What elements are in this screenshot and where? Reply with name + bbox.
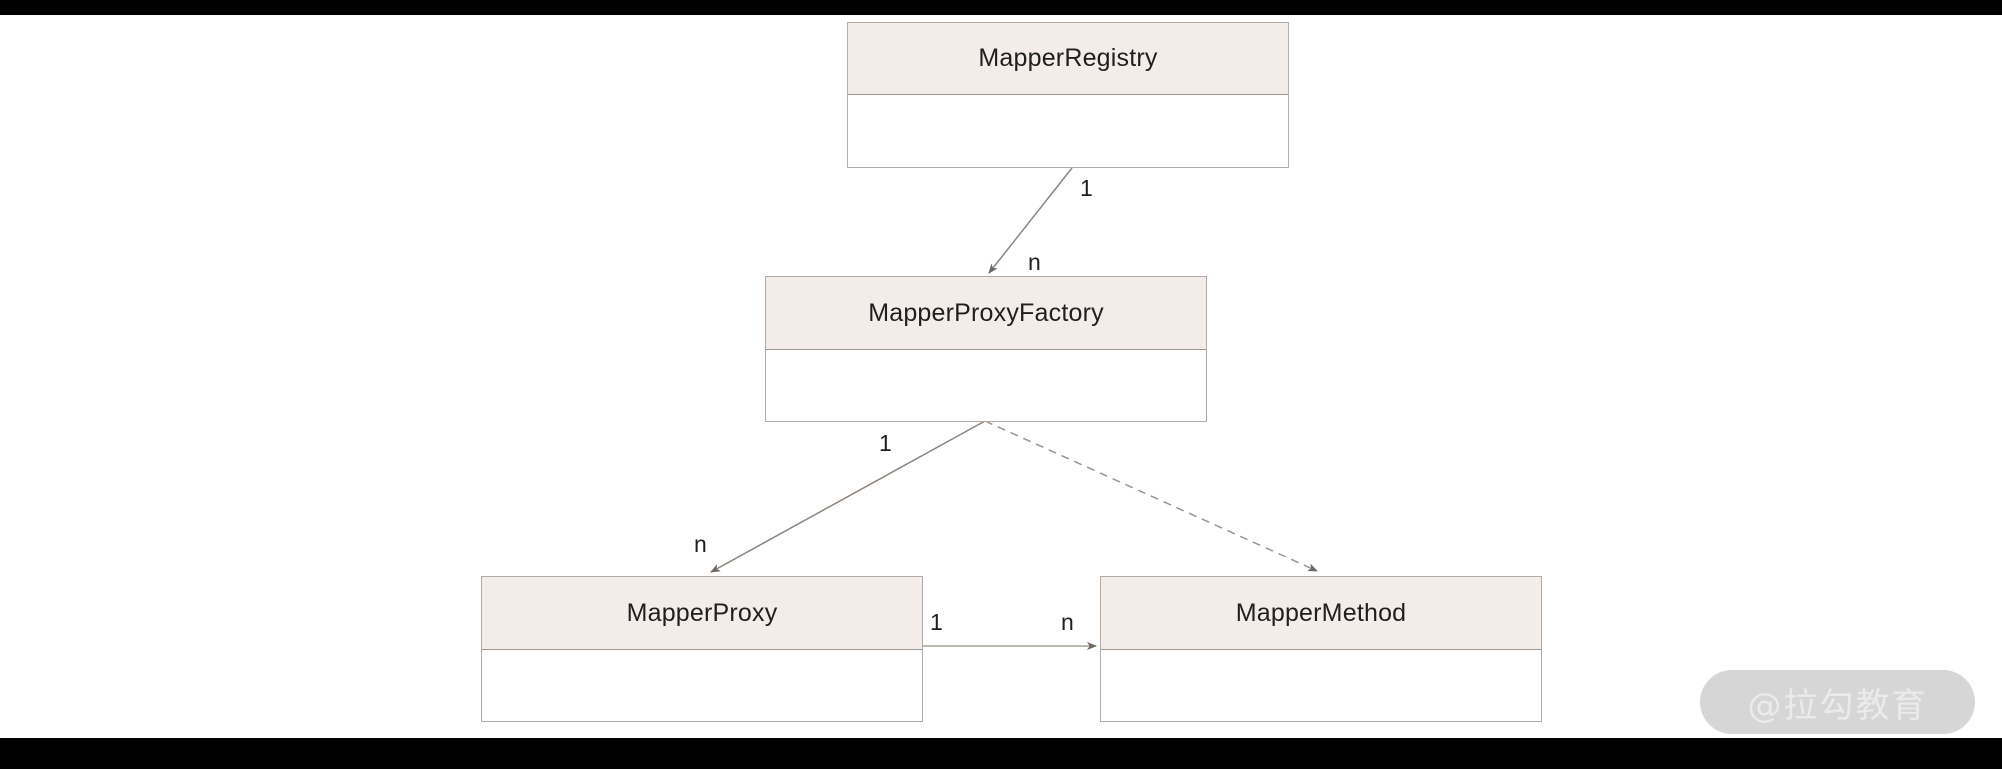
multiplicity-proxy-method-target: n [1061,609,1074,635]
uml-class-header-mapperproxy: MapperProxy [482,577,922,650]
connector-factory-to-method [984,420,1318,572]
multiplicity-factory-proxy-target: n [694,531,707,557]
uml-class-body-mapperproxy [482,650,922,721]
watermark-badge: @拉勾教育 [1700,670,1975,734]
uml-class-header-mapperproxyfactory: MapperProxyFactory [766,277,1206,350]
uml-class-mapperregistry[interactable]: MapperRegistry [847,22,1289,168]
letterbox-bottom-bar [0,738,2002,769]
multiplicity-registry-factory-source: 1 [1080,175,1093,201]
uml-class-mappermethod[interactable]: MapperMethod [1100,576,1542,722]
uml-class-header-mapperregistry: MapperRegistry [848,23,1288,95]
uml-class-body-mappermethod [1101,650,1541,721]
uml-class-name-mapperregistry: MapperRegistry [978,44,1158,72]
uml-class-mapperproxy[interactable]: MapperProxy [481,576,923,722]
uml-class-mapperproxyfactory[interactable]: MapperProxyFactory [765,276,1207,422]
letterbox-top-bar [0,0,2002,15]
uml-class-name-mappermethod: MapperMethod [1235,598,1407,627]
multiplicity-registry-factory-target: n [1028,249,1041,275]
multiplicity-factory-proxy-source: 1 [879,430,892,456]
uml-class-body-mapperproxyfactory [766,350,1206,421]
multiplicity-proxy-method-source: 1 [930,609,943,635]
connector-factory-to-proxy [710,420,986,573]
diagram-canvas: MapperRegistry MapperProxyFactory Mapper… [0,15,2002,738]
uml-class-header-mappermethod: MapperMethod [1101,577,1541,650]
uml-class-body-mapperregistry [848,95,1288,167]
uml-class-name-mapperproxyfactory: MapperProxyFactory [868,298,1104,327]
watermark-text: @拉勾教育 [1747,685,1928,726]
uml-class-name-mapperproxy: MapperProxy [626,598,778,627]
